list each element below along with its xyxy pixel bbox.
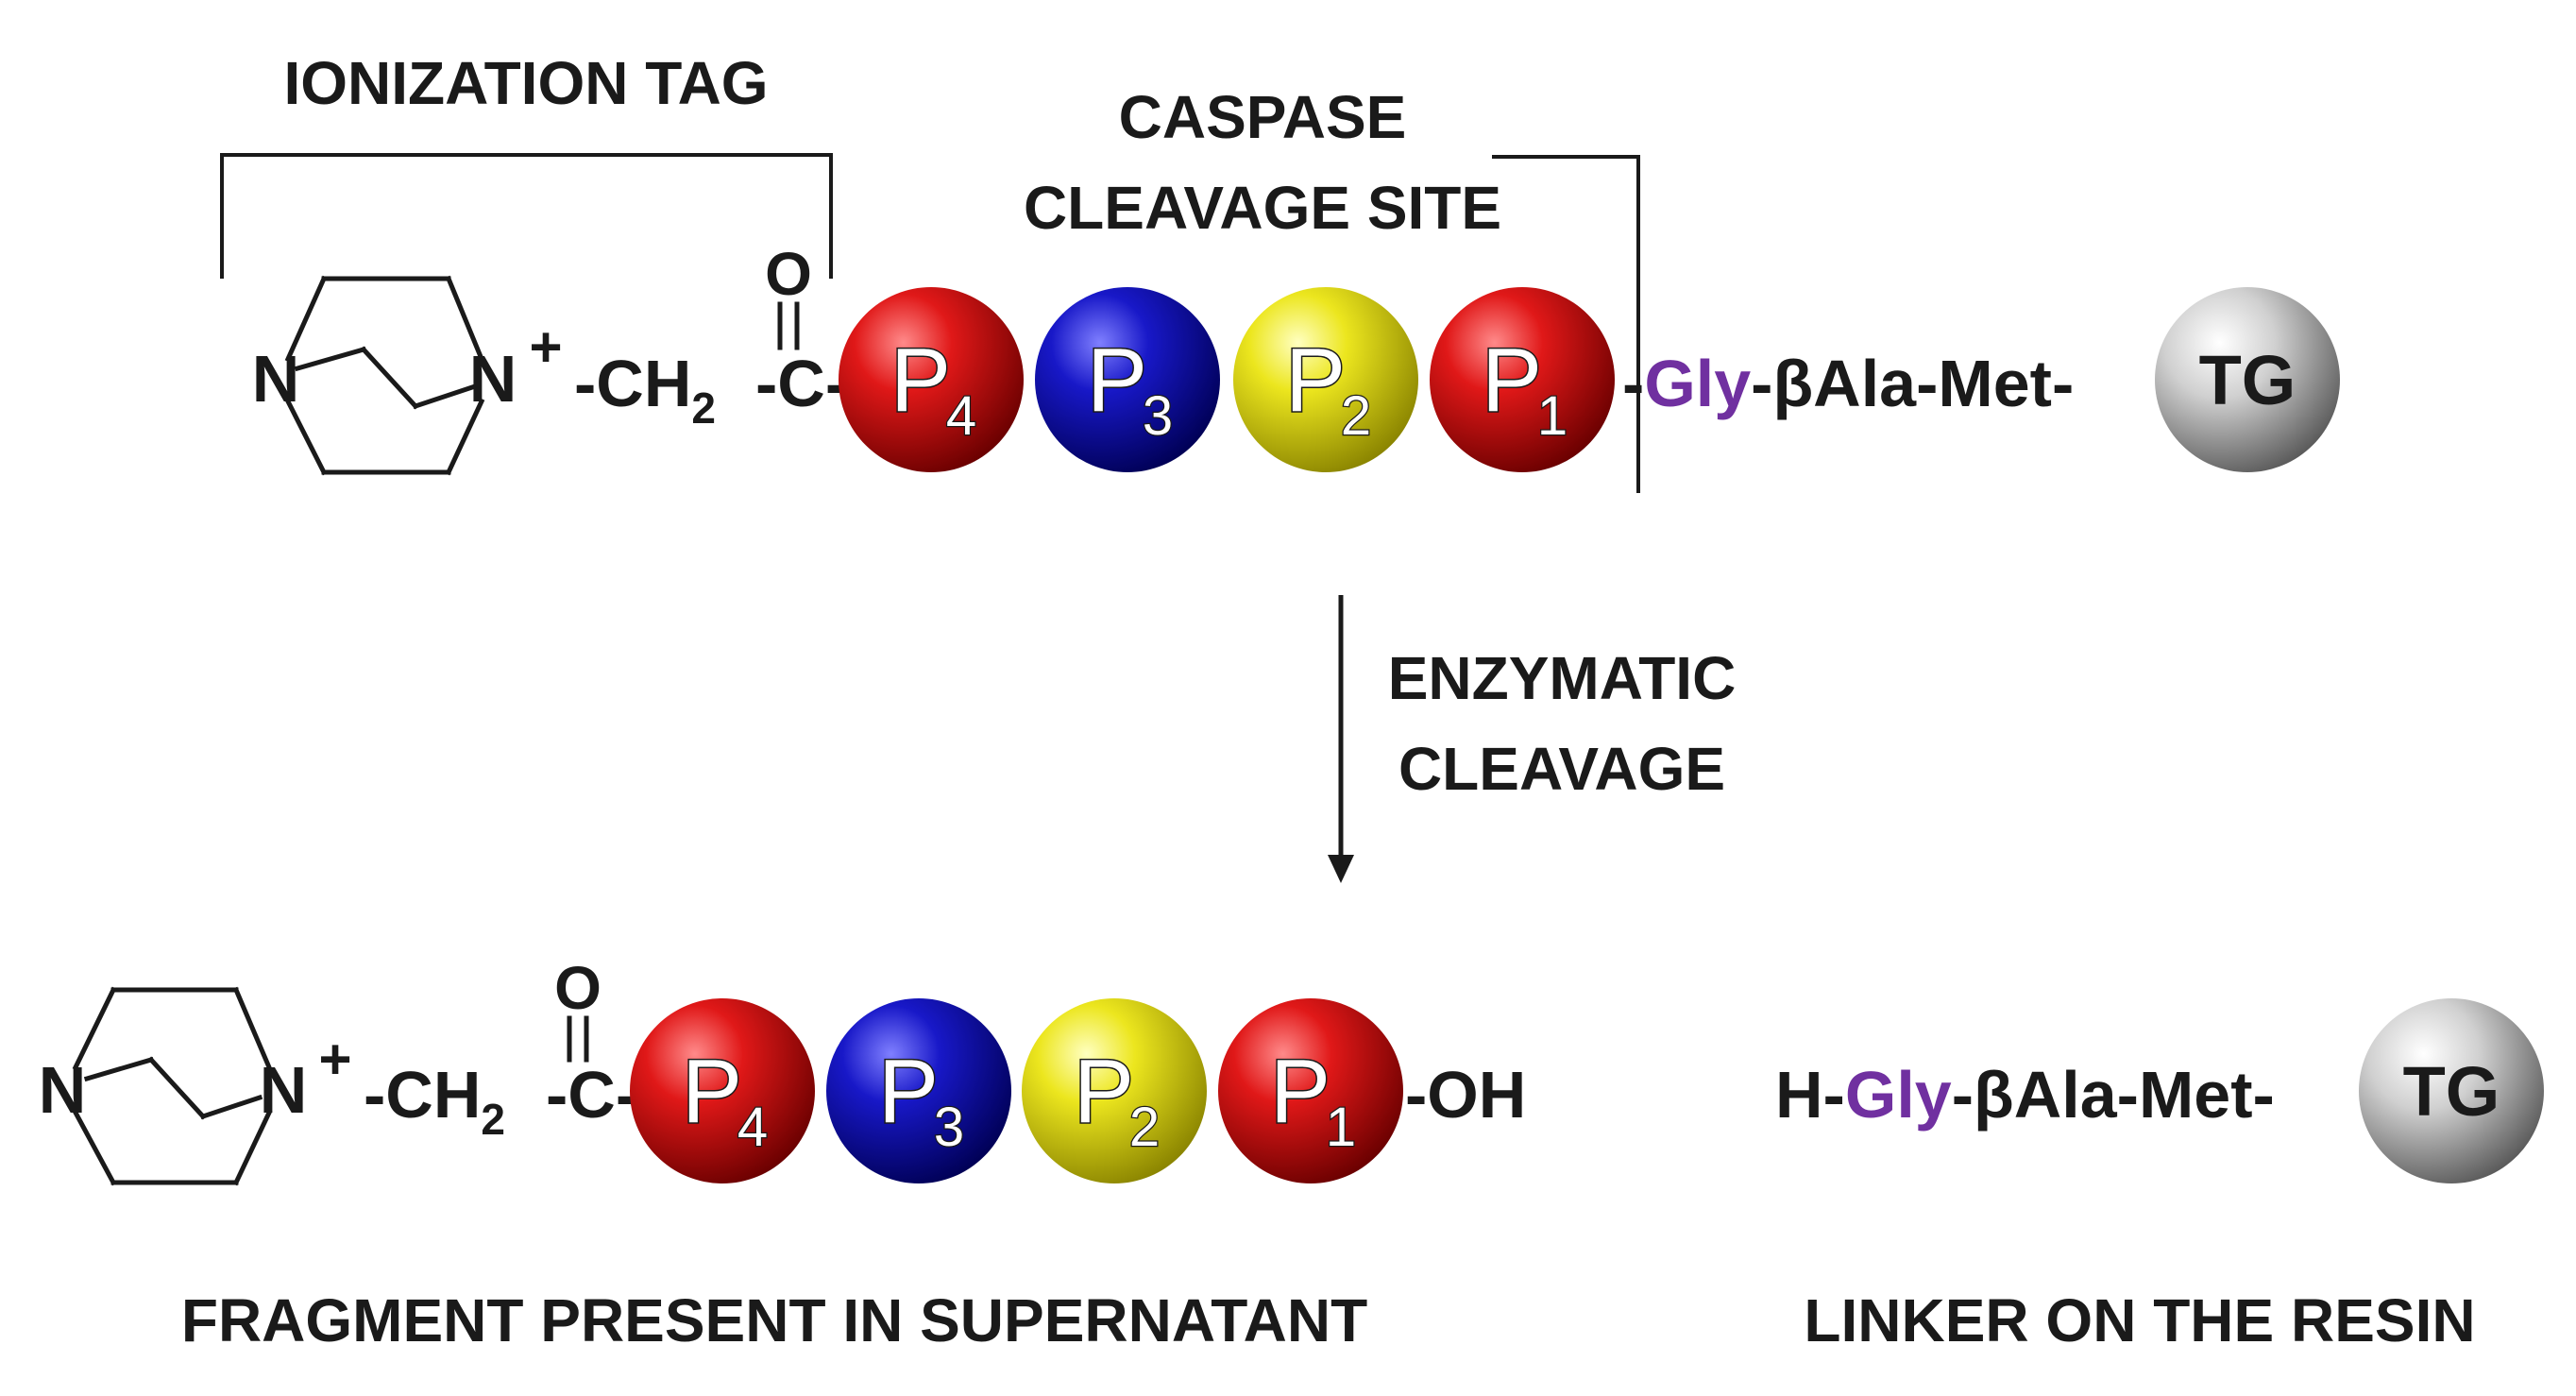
svg-text:TG: TG xyxy=(2403,1052,2500,1131)
linker-caption: LINKER ON THE RESIN xyxy=(1804,1286,2475,1354)
svg-text:3: 3 xyxy=(1143,385,1173,447)
enzymatic-label-line1: ENZYMATIC xyxy=(1388,644,1737,712)
carbonyl-double-bond-bottom xyxy=(567,1015,589,1063)
svg-text:1: 1 xyxy=(1537,385,1568,447)
svg-text:TG: TG xyxy=(2199,341,2296,419)
ionization-tag-bracket xyxy=(220,153,833,279)
svg-text:3: 3 xyxy=(934,1097,964,1158)
substrate-top: IONIZATION TAG CASPASE CLEAVAGE SITE N N… xyxy=(220,49,2340,493)
fragment-caption: FRAGMENT PRESENT IN SUPERNATANT xyxy=(181,1286,1367,1354)
ch2-group-bottom: -CH2 xyxy=(364,1058,505,1144)
caspase-label-line2: CLEAVAGE SITE xyxy=(1024,174,1501,242)
dabco-n-left-top: N xyxy=(252,342,300,416)
svg-text:4: 4 xyxy=(946,385,976,447)
resin-bead-top: TG xyxy=(2155,287,2340,472)
residue-sphere-p3-top: P 3 xyxy=(1035,287,1220,472)
caspase-label-line1: CASPASE xyxy=(1119,83,1407,151)
residue-sphere-p2-bottom: P 2 xyxy=(1022,998,1207,1183)
plus-charge-top: + xyxy=(529,315,562,379)
caspase-site-bracket xyxy=(1492,155,1640,493)
residue-sphere-p1-top: P 1 xyxy=(1430,287,1615,472)
carbonyl-c-top: -C- xyxy=(755,347,847,420)
dabco-n-right-bottom: N xyxy=(260,1053,308,1127)
enzymatic-label-line2: CLEAVAGE xyxy=(1398,735,1725,803)
residue-sphere-p4-bottom: P 4 xyxy=(630,998,815,1183)
carbonyl-double-bond-top xyxy=(777,301,800,350)
dabco-n-left-bottom: N xyxy=(39,1053,87,1127)
svg-text:P: P xyxy=(682,1041,742,1142)
linker-resin-bottom: H-Gly-βAla-Met- TG LINKER ON THE RESIN xyxy=(1775,998,2544,1354)
hydroxyl-terminus: -OH xyxy=(1405,1058,1526,1132)
residue-sphere-p1-bottom: P 1 xyxy=(1218,998,1403,1183)
svg-text:1: 1 xyxy=(1326,1097,1356,1158)
svg-text:2: 2 xyxy=(1129,1097,1160,1158)
gly-residue-bottom: Gly xyxy=(1845,1058,1952,1132)
linker-chain-top: -Gly-βAla-Met- xyxy=(1622,347,2074,420)
carbonyl-c-bottom: -C- xyxy=(546,1058,637,1132)
ionization-tag-label: IONIZATION TAG xyxy=(283,49,768,117)
resin-bead-bottom: TG xyxy=(2359,998,2544,1183)
carbonyl-o-top: O xyxy=(765,240,812,308)
dabco-cage-bottom xyxy=(72,986,273,1186)
svg-text:2: 2 xyxy=(1341,385,1371,447)
svg-text:P: P xyxy=(890,330,951,431)
svg-text:P: P xyxy=(1074,1041,1134,1142)
dabco-cage-top xyxy=(284,275,485,476)
fragment-bottom: N N + -CH2 -C- O P 4 P 3 P 2 P 1 - xyxy=(39,954,1527,1354)
enzymatic-cleavage-arrow xyxy=(1328,595,1354,883)
residue-sphere-p4-top: P 4 xyxy=(839,287,1024,472)
carbonyl-o-bottom: O xyxy=(554,954,602,1022)
svg-text:P: P xyxy=(1285,330,1346,431)
svg-text:P: P xyxy=(1482,330,1542,431)
gly-residue-top: Gly xyxy=(1644,347,1751,420)
linker-chain-bottom: H-Gly-βAla-Met- xyxy=(1775,1058,2275,1132)
svg-text:P: P xyxy=(1270,1041,1330,1142)
svg-text:4: 4 xyxy=(737,1097,768,1158)
dabco-n-right-top: N xyxy=(469,342,517,416)
svg-text:P: P xyxy=(1087,330,1147,431)
plus-charge-bottom: + xyxy=(318,1028,351,1091)
residue-sphere-p3-bottom: P 3 xyxy=(826,998,1011,1183)
residue-sphere-p2-top: P 2 xyxy=(1233,287,1418,472)
svg-text:P: P xyxy=(878,1041,939,1142)
ch2-group-top: -CH2 xyxy=(574,347,716,433)
